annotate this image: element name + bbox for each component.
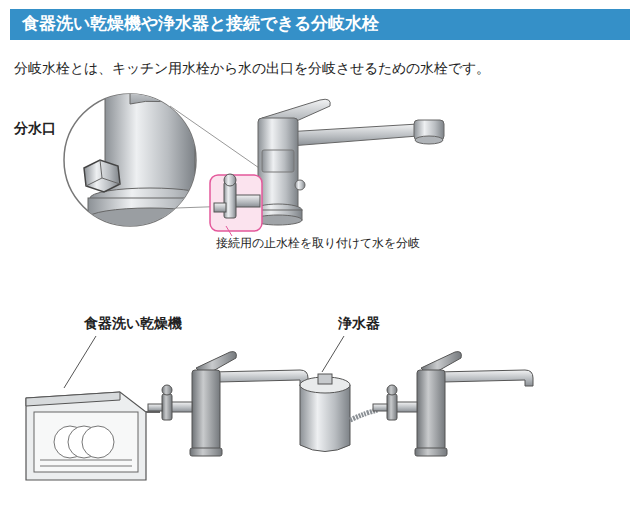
title-heading: 食器洗い乾燥機や浄水器と接続できる分岐水栓 (22, 13, 379, 33)
appliance-label: 浄水器 (338, 315, 380, 332)
intro-text: 分岐水栓とは、キッチン用水栓から水の出口を分岐させるための水栓です。 (14, 60, 490, 77)
appliance-label: 食器洗い乾燥機 (84, 315, 182, 332)
caption-note: 接続用の止水栓を取り付けて水を分岐 (216, 236, 420, 250)
part-label: 分水口 (14, 120, 56, 137)
